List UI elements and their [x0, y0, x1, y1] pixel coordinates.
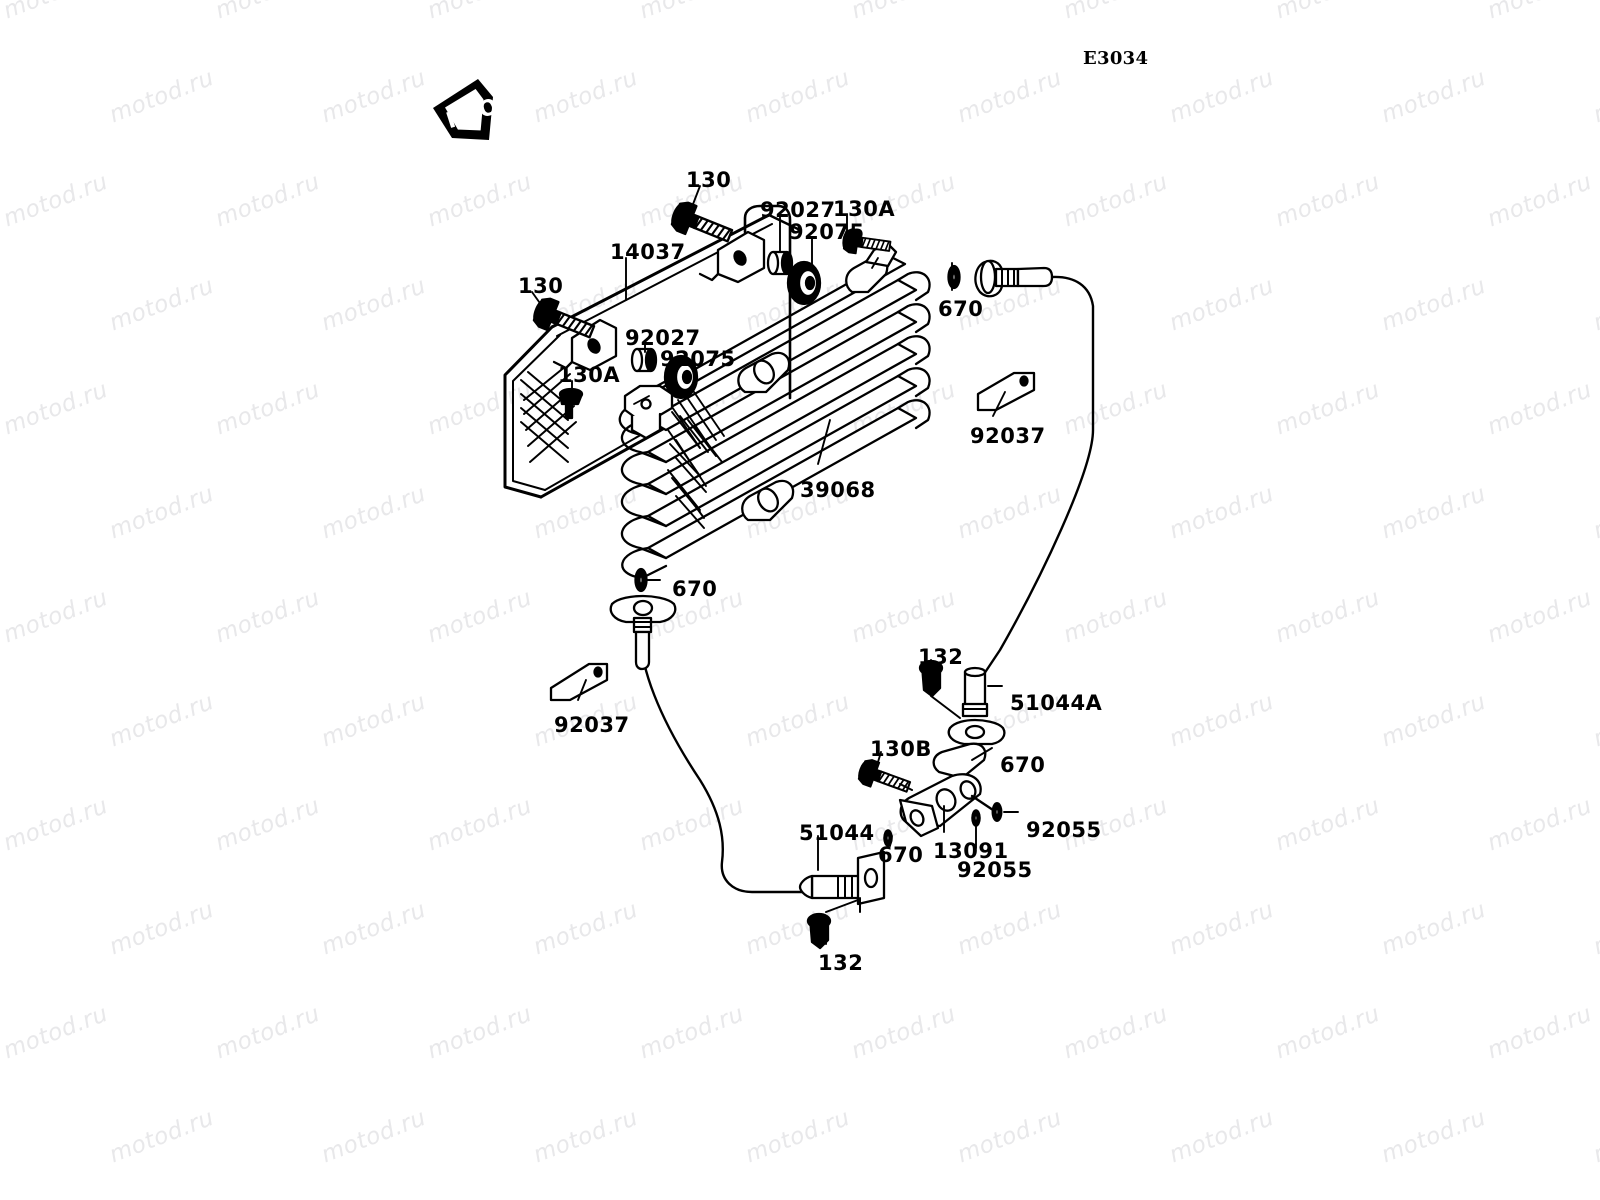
callout-o-ring-upper-right: 670: [938, 297, 984, 321]
callout-bolt-130b: 130B: [870, 737, 932, 761]
pipe-fitting-upper-right: [947, 259, 1054, 298]
bolt-132-lower: [806, 899, 859, 950]
holder-13091: [898, 742, 998, 838]
callout-bolt-130a-upper: 130A: [833, 197, 896, 221]
callout-oil-cooler-core: 39068: [800, 478, 876, 502]
bolt-132-upper: [918, 659, 961, 719]
oil-cooler-core-39068: [618, 242, 931, 580]
hose-upper-right: [978, 275, 1095, 682]
callout-collar-upper: 92027: [760, 198, 836, 222]
callout-clamp-right: 92037: [970, 424, 1046, 448]
collar-92027-upper: [766, 250, 794, 276]
callout-damper-upper: 92075: [789, 220, 865, 244]
callout-o-ring-51044: 670: [878, 843, 924, 867]
callout-bolt-lower-left: 130: [518, 274, 564, 298]
diagram-code: E3034: [1083, 48, 1149, 69]
outlet-fitting-lower: [609, 567, 677, 671]
clamp-92037-left: [549, 662, 609, 702]
pipe-51044: [798, 829, 893, 913]
callout-bolt-132-upper: 132: [918, 645, 964, 669]
callout-o-ring-lower-core: 670: [672, 577, 718, 601]
callout-damper-lower: 92075: [660, 347, 736, 371]
callout-cooler-guard-frame: 14037: [610, 240, 686, 264]
callout-o-ring-union: 670: [1000, 753, 1046, 777]
front-arrow-marker: [433, 79, 493, 140]
callout-oil-pipe-51044a: 51044A: [1010, 691, 1103, 715]
callout-oring-92055-lower: 92055: [957, 858, 1033, 882]
bolt-130a-lower: [558, 387, 584, 420]
callout-collar-lower: 92027: [625, 326, 701, 350]
callout-bolt-upper-right: 130: [686, 168, 732, 192]
bolt-130b: [855, 756, 914, 800]
leader-lines: [531, 185, 1019, 945]
callout-clamp-left: 92037: [554, 713, 630, 737]
damper-92075-upper: [786, 260, 822, 306]
pipe-51044a: [947, 666, 1006, 772]
callout-oil-pipe-51044: 51044: [799, 821, 875, 845]
hose-lower-left: [639, 626, 814, 894]
callout-oring-92055-right: 92055: [1026, 818, 1102, 842]
clamp-92037-right: [976, 371, 1036, 412]
bracket-upper: [698, 230, 766, 284]
callout-bolt-132-lower: 132: [818, 951, 864, 975]
callout-holder-13091: 13091: [933, 839, 1009, 863]
collar-92027-lower: [630, 347, 658, 373]
stay-rod: [743, 204, 792, 400]
damper-92075-lower: [663, 354, 699, 400]
callout-bolt-130a-lower: 130A: [558, 363, 621, 387]
